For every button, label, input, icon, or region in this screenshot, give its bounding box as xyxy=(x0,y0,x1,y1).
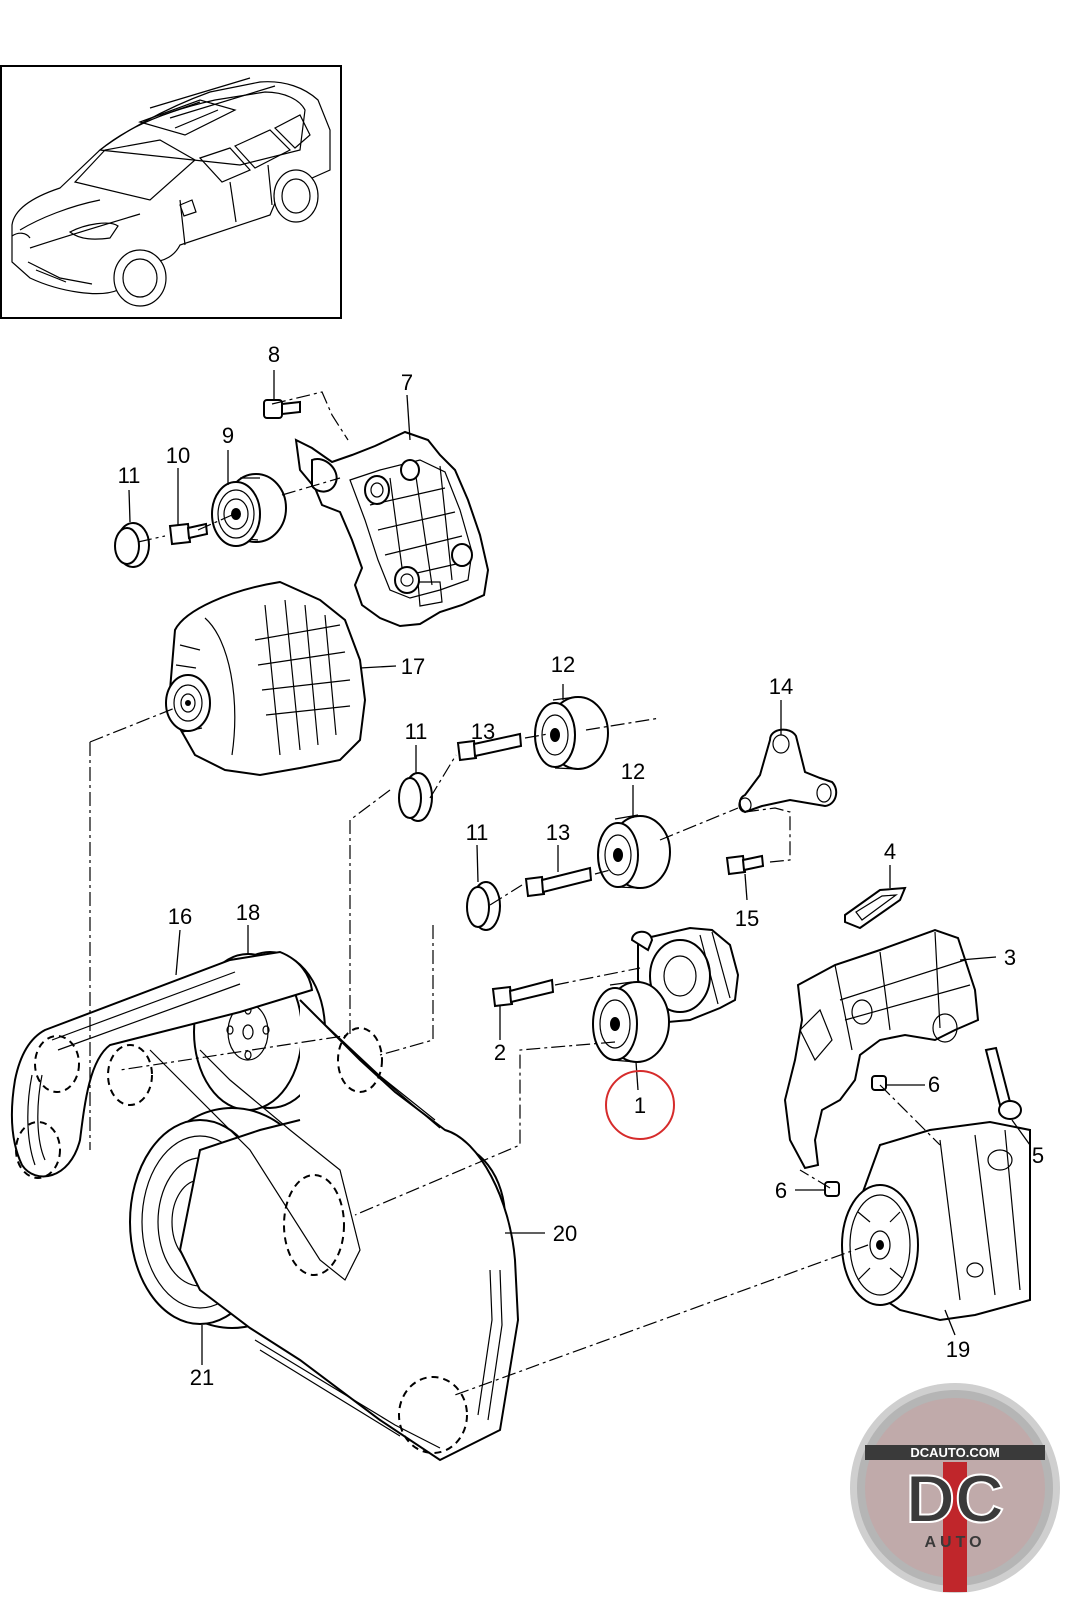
callout-7[interactable]: 7 xyxy=(401,370,413,395)
callout-12-upper[interactable]: 12 xyxy=(551,652,575,677)
cap-11b xyxy=(398,772,433,822)
highlight-circle-callout-1 xyxy=(605,1070,675,1140)
bracket-7 xyxy=(294,430,490,628)
bracket-14 xyxy=(738,728,838,814)
callout-13-upper[interactable]: 13 xyxy=(471,719,495,744)
bolt-10 xyxy=(168,522,209,546)
sleeve-6b xyxy=(824,1181,840,1197)
sleeve-6a xyxy=(871,1075,887,1091)
logo-letters: DC xyxy=(906,1461,1004,1537)
callout-2[interactable]: 2 xyxy=(494,1040,506,1065)
callout-21[interactable]: 21 xyxy=(190,1365,214,1390)
callout-20[interactable]: 20 xyxy=(553,1221,577,1246)
callout-8[interactable]: 8 xyxy=(268,342,280,367)
logo-word: AUTO xyxy=(924,1534,985,1551)
belt-16 xyxy=(10,950,314,1178)
cap-11c xyxy=(466,881,501,931)
bolt-2 xyxy=(491,978,555,1008)
callout-11-middle[interactable]: 11 xyxy=(405,719,428,744)
callout-3[interactable]: 3 xyxy=(1004,945,1016,970)
bolt-13b xyxy=(524,866,593,898)
callout-14[interactable]: 14 xyxy=(769,674,793,699)
pulley-1 xyxy=(592,981,670,1063)
callout-17[interactable]: 17 xyxy=(401,654,425,679)
callout-15[interactable]: 15 xyxy=(735,906,759,931)
bracket-3 xyxy=(783,928,980,1170)
centerlines xyxy=(89,391,941,1396)
bolt-8 xyxy=(263,399,301,419)
callout-16[interactable]: 16 xyxy=(168,904,192,929)
callout-labels: 8 7 9 10 11 17 12 14 11 13 12 11 13 4 15… xyxy=(118,342,1045,1390)
callout-leaders xyxy=(128,370,1031,1365)
pulley-9 xyxy=(211,473,287,547)
cap-11a xyxy=(114,522,150,568)
callout-11-upper[interactable]: 11 xyxy=(118,463,141,488)
callout-5[interactable]: 5 xyxy=(1032,1143,1044,1168)
alternator-17 xyxy=(165,580,367,777)
callout-12-lower[interactable]: 12 xyxy=(621,759,645,784)
callout-11-lower[interactable]: 11 xyxy=(466,820,489,845)
pulley-12a xyxy=(534,696,609,770)
compressor-19 xyxy=(841,1120,1031,1322)
gasket-4 xyxy=(844,886,907,930)
callout-18[interactable]: 18 xyxy=(236,900,260,925)
bolt-13a xyxy=(456,732,523,762)
callout-10[interactable]: 10 xyxy=(166,443,190,468)
belt-main xyxy=(149,999,520,1462)
callout-1[interactable]: 1 xyxy=(634,1093,646,1118)
logo-site-text: DCAUTO.COM xyxy=(910,1445,999,1460)
callout-19[interactable]: 19 xyxy=(946,1337,970,1362)
bolt-5 xyxy=(984,1046,1022,1120)
dcauto-logo: DCAUTO.COM DC AUTO xyxy=(850,1383,1060,1593)
pulley-12b xyxy=(597,814,671,889)
vehicle-thumbnail xyxy=(0,65,342,319)
callout-6-upper[interactable]: 6 xyxy=(928,1072,940,1097)
callout-6-lower[interactable]: 6 xyxy=(775,1178,787,1203)
callout-9[interactable]: 9 xyxy=(222,423,234,448)
callout-4[interactable]: 4 xyxy=(884,839,896,864)
bolt-15 xyxy=(725,854,765,876)
callout-13-lower[interactable]: 13 xyxy=(546,820,570,845)
belt-contact-rings xyxy=(15,1027,468,1454)
